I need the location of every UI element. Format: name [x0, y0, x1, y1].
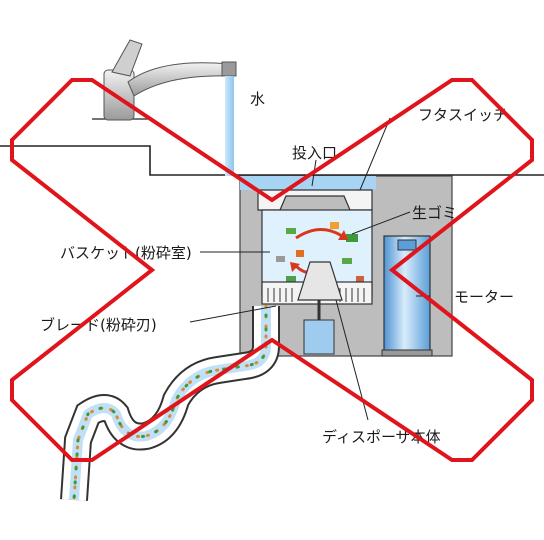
label-blade: ブレード(粉砕刃) [40, 316, 157, 334]
label-inlet: 投入口 [292, 144, 337, 162]
disposer-body [239, 175, 453, 357]
cross-mark [10, 78, 534, 462]
label-food-waste: 生ゴミ [412, 204, 457, 222]
rotation-arrow-top [295, 228, 343, 240]
label-water: 水 [250, 90, 265, 108]
faucet [103, 39, 237, 121]
labels: 水 フタスイッチ 投入口 生ゴミ バスケット(粉砕室) モーター ブレード(粉砕… [40, 90, 514, 446]
label-lid-switch: フタスイッチ [418, 106, 508, 124]
label-motor: モーター [454, 288, 514, 306]
drain-pipe [60, 304, 280, 502]
counter-outline [0, 118, 544, 176]
water-stream [225, 76, 234, 176]
label-disposer-body: ディスポーザ本体 [322, 428, 441, 446]
label-basket: バスケット(粉砕室) [60, 244, 192, 262]
